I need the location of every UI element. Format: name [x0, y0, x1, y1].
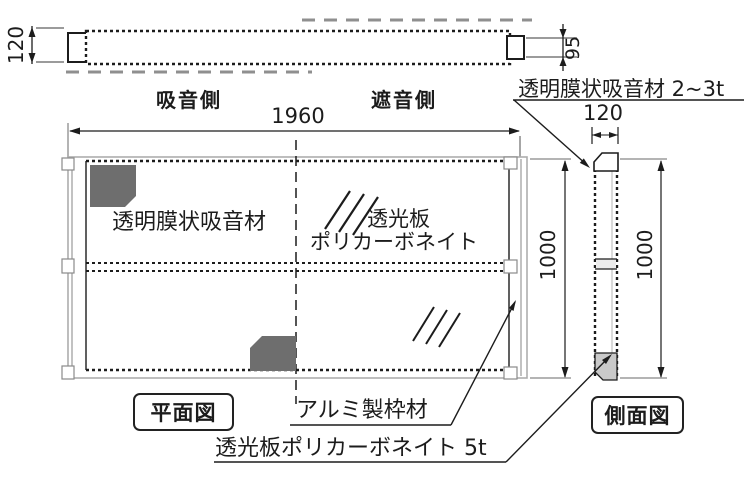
plan-view-caption-box: 平面図: [133, 393, 234, 431]
top-view-right-height-dim: 95: [562, 35, 584, 61]
plan-view-linework: [61, 140, 528, 404]
absorb-side-label: 吸音側: [156, 88, 222, 112]
side-view-linework: [530, 127, 667, 381]
arrowhead: [28, 27, 36, 37]
side-bottom-cap: [594, 352, 618, 381]
side-top-cap: [593, 152, 619, 172]
plan-width-dimension: [67, 123, 521, 158]
side-view-caption-box: 側面図: [591, 396, 684, 434]
arrowhead: [609, 132, 618, 138]
arrowhead: [561, 367, 569, 378]
glass-hatch-upper: [324, 190, 379, 236]
arrowhead: [509, 127, 520, 135]
side-height-dim-right: 1000: [633, 229, 657, 281]
arrowhead: [657, 367, 665, 378]
side-width-dim: 120: [582, 101, 624, 125]
arrowhead: [657, 160, 665, 171]
glass-hatch-lower: [412, 306, 461, 348]
side-joint-band: [596, 259, 616, 269]
panel-note-label: 透光板ポリカーボネイト 5t: [215, 436, 487, 461]
plan-panel-label-line2: ポリカーボネイト: [310, 230, 478, 254]
frame-connectors: [61, 156, 518, 380]
insulate-side-label: 遮音側: [371, 88, 437, 112]
side-view-caption: 側面図: [604, 404, 671, 428]
bar-right-cap: [506, 35, 525, 60]
plan-outline: [67, 156, 528, 379]
arrowhead: [28, 53, 36, 63]
arrowhead: [509, 300, 516, 311]
absorber-patch-bottom-center: [250, 336, 296, 371]
arrowhead: [592, 132, 601, 138]
plan-panel-label-line1: 透光板: [367, 207, 430, 231]
leader-film-note: [513, 99, 588, 166]
arrowhead: [561, 160, 569, 171]
frame-note-label: アルミ製枠材: [296, 398, 428, 423]
arrowhead: [579, 158, 590, 168]
leader-panel-note: [505, 355, 611, 463]
plan-width-dim: 1960: [271, 104, 325, 128]
arrowhead: [602, 354, 612, 364]
film-note-label: 透明膜状吸音材 2~3t: [518, 77, 725, 101]
arrowhead: [559, 57, 567, 66]
top-view-height-dim: 120: [4, 25, 28, 65]
leader-frame-note: [450, 301, 516, 426]
top-view-linework: [28, 18, 577, 74]
bar-body: [84, 29, 512, 66]
callout-leaders: [214, 99, 744, 463]
side-height-dim-left: 1000: [536, 229, 560, 281]
absorber-patch-top-left: [90, 165, 136, 207]
plan-film-label: 透明膜状吸音材: [112, 210, 267, 235]
arrowhead: [69, 127, 80, 135]
plan-view-caption: 平面図: [150, 401, 217, 425]
arrowhead: [559, 29, 567, 38]
